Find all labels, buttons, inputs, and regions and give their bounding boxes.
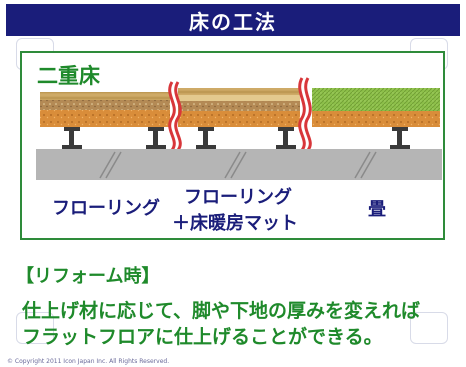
support-legs (62, 127, 410, 149)
flooring-layer (40, 92, 170, 100)
reform-text-line1: 仕上げ材に応じて、脚や下地の厚みを変えれば (22, 300, 421, 322)
flooring-layer (178, 88, 300, 95)
base-board-layer (178, 111, 300, 127)
label-flooring: フローリング (52, 198, 160, 219)
tatami-layer (312, 88, 440, 111)
break-mark (168, 81, 176, 151)
watermark-logo (410, 312, 448, 344)
slab-hatching (99, 151, 377, 179)
label-heated-line1: フローリング (184, 187, 292, 208)
section-tatami (312, 88, 440, 127)
diagram-subtitle: 二重床 (37, 64, 100, 88)
break-mark (174, 81, 182, 151)
section-flooring (40, 92, 170, 127)
label-heated-line2: ＋床暖房マット (172, 213, 298, 234)
break-mark (304, 77, 312, 151)
copyright-notice: © Copyright 2011 Icon Japan Inc. All Rig… (7, 358, 170, 365)
watermark-logo (16, 312, 54, 344)
base-board-layer (40, 110, 170, 127)
reform-heading: 【リフォーム時】 (16, 266, 160, 287)
section-heated (178, 88, 300, 127)
diagram-frame (20, 51, 445, 240)
heating-mat-layer (178, 95, 300, 101)
reform-text-line2: フラットフロアに仕上げることができる。 (22, 326, 383, 348)
page-title: 床の工法 (189, 9, 277, 34)
break-mark (298, 77, 306, 151)
cushion-layer (40, 100, 170, 110)
page-title-bar: 床の工法 (6, 4, 460, 36)
label-tatami: 畳 (368, 199, 386, 220)
base-board-layer (312, 111, 440, 127)
cushion-layer (178, 101, 300, 111)
